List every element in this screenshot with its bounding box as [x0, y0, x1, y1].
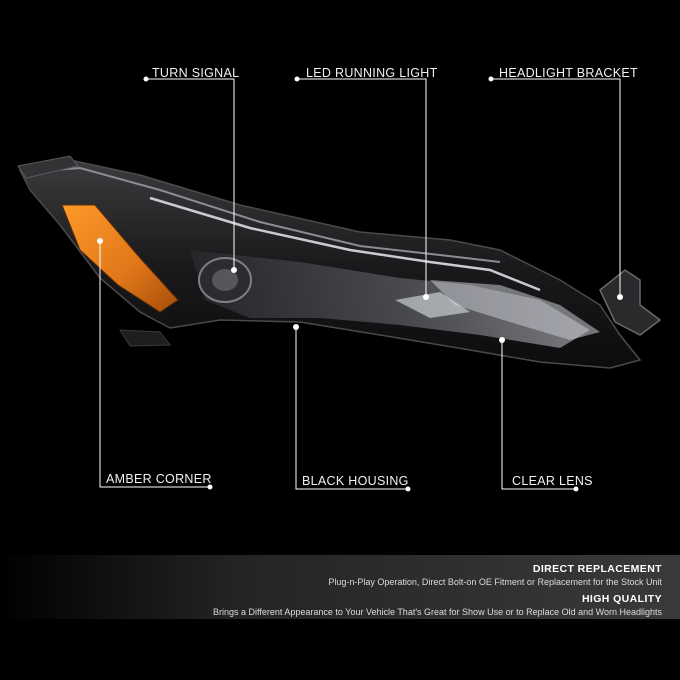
feature-description: Plug-n-Play Operation, Direct Bolt-on OE… [328, 577, 662, 587]
bracket-line [491, 78, 621, 297]
projector-inner [212, 269, 238, 291]
lens-dot-start [499, 337, 505, 343]
turn-signal-dot-end [231, 267, 237, 273]
amber-corner-label: AMBER CORNER [106, 472, 212, 486]
turn-signal-label: TURN SIGNAL [152, 66, 240, 80]
lower-tab [119, 329, 171, 347]
lens-dot-end [573, 486, 579, 492]
reflector-area [190, 250, 590, 348]
callout-dots [97, 76, 623, 492]
turn-signal-dot-start [143, 76, 149, 82]
amber-dot-start [97, 238, 103, 244]
led-strip [149, 196, 541, 292]
housing-line [295, 327, 408, 490]
black-housing-label: BLACK HOUSING [302, 474, 409, 488]
turn-signal-line [146, 78, 235, 270]
feature-direct-replacement: DIRECT REPLACEMENT Plug-n-Play Operation… [328, 563, 662, 587]
bracket-dot-start [488, 76, 494, 82]
feature-panel [0, 555, 680, 619]
rear-tab [17, 155, 79, 179]
callout-lines [99, 78, 621, 490]
clear-lens-label: CLEAR LENS [512, 474, 593, 488]
amber-dot-end [207, 484, 213, 490]
clear-lens-highlight [430, 280, 600, 340]
amber-corner [61, 204, 179, 313]
bracket-dot-end [617, 294, 623, 300]
led-running-light-label: LED RUNNING LIGHT [306, 66, 438, 80]
led-dot-start [294, 76, 300, 82]
headlight-bracket-label: HEADLIGHT BRACKET [499, 66, 638, 80]
feature-high-quality: HIGH QUALITY Brings a Different Appearan… [213, 593, 662, 617]
led-line [297, 78, 427, 297]
lens-line [501, 340, 576, 490]
upper-trim [27, 166, 501, 263]
feature-title: DIRECT REPLACEMENT [532, 563, 662, 575]
led-segment [395, 292, 470, 318]
housing-dot-start [293, 324, 299, 330]
feature-description: Brings a Different Appearance to Your Ve… [213, 607, 662, 617]
feature-title: HIGH QUALITY [581, 593, 662, 605]
housing-dot-end [405, 486, 411, 492]
led-dot-end [423, 294, 429, 300]
amber-line [99, 241, 210, 488]
headlight-bracket [599, 269, 662, 336]
